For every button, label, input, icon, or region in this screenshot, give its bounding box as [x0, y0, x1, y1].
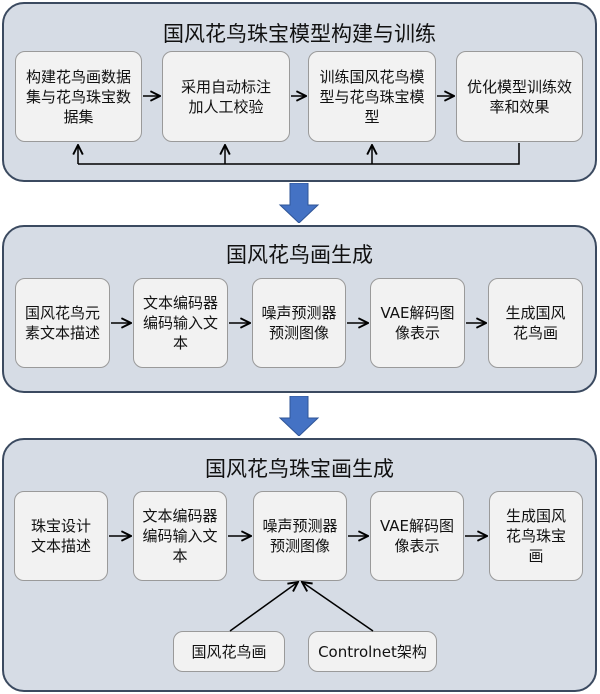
node-train-models: 训练国风花鸟模型与花鸟珠宝模型 [308, 51, 436, 142]
node-text-encoder: 文本编码器编码输入文本 [133, 278, 228, 368]
node-output-jewelry: 生成国风花鸟珠宝画 [489, 491, 583, 581]
node-vae-decode: VAE解码图像表示 [370, 278, 465, 368]
node-text-encoder: 文本编码器编码输入文本 [133, 491, 227, 581]
node-input-painting: 国风花鸟画 [173, 631, 285, 672]
node-input-controlnet: Controlnet架构 [308, 631, 437, 672]
panel-title: 国风花鸟珠宝画生成 [205, 457, 394, 481]
node-noise-predictor: 噪声预测器预测图像 [252, 278, 346, 368]
down-arrow-icon [278, 183, 320, 223]
node-build-dataset: 构建花鸟画数据集与花鸟珠宝数据集 [15, 51, 142, 142]
node-auto-annotation: 采用自动标注加人工校验 [162, 51, 290, 142]
node-jewelry-text: 珠宝设计文本描述 [14, 491, 108, 581]
node-optimize-training: 优化模型训练效率和效果 [456, 51, 583, 142]
panel-title: 国风花鸟珠宝模型构建与训练 [163, 22, 436, 46]
node-output-painting: 生成国风花鸟画 [488, 278, 583, 368]
node-noise-predictor: 噪声预测器预测图像 [253, 491, 347, 581]
node-vae-decode: VAE解码图像表示 [370, 491, 464, 581]
down-arrow-icon [278, 396, 320, 436]
node-element-text: 国风花鸟元素文本描述 [15, 278, 110, 368]
panel-title: 国风花鸟画生成 [226, 243, 373, 267]
